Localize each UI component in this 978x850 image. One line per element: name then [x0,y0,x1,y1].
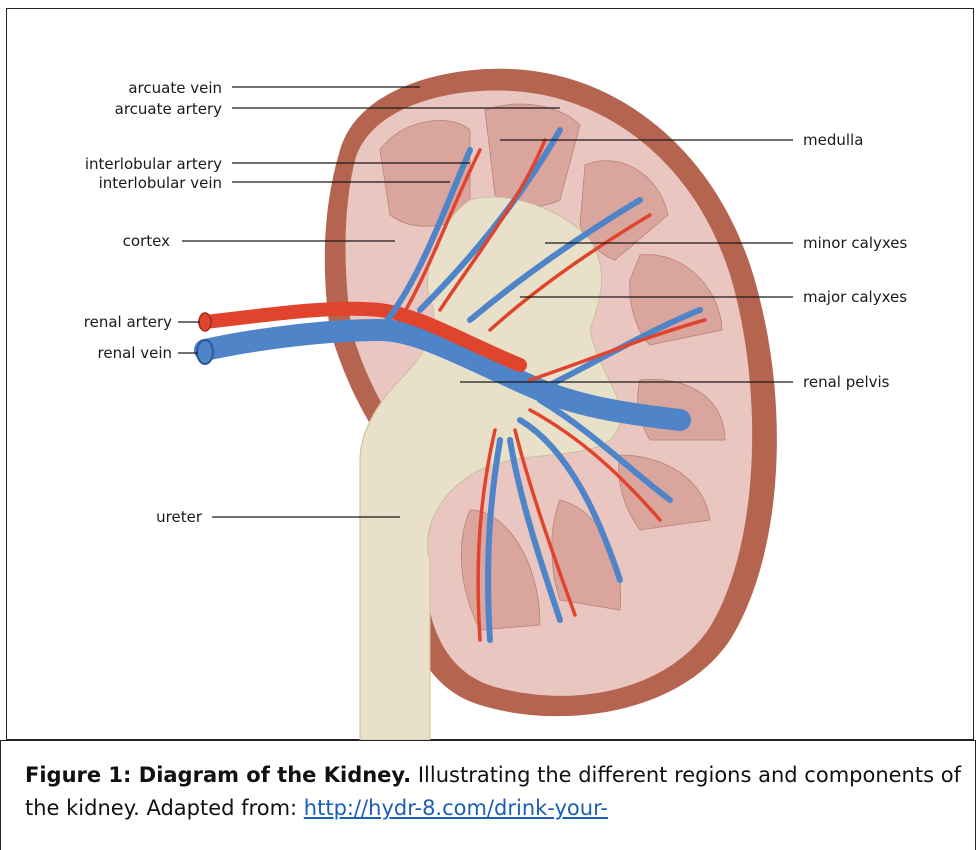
label-renal-artery: renal artery [84,313,172,331]
label-arcuate-vein: arcuate vein [128,79,222,97]
renal-artery-end [199,313,211,331]
label-renal-pelvis: renal pelvis [803,373,890,391]
label-major-calyxes: major calyxes [803,288,907,306]
label-interlobular-vein: interlobular vein [99,174,222,192]
label-ureter: ureter [156,508,203,526]
label-arcuate-artery: arcuate artery [115,100,222,118]
label-minor-calyxes: minor calyxes [803,234,908,252]
caption-title: Figure 1: Diagram of the Kidney. [25,763,411,787]
label-cortex: cortex [123,232,170,250]
label-interlobular-artery: interlobular artery [85,155,222,173]
label-medulla: medulla [803,131,863,149]
kidney-diagram: arcuate vein arcuate artery interlobular… [0,0,978,740]
renal-vein-end [197,340,213,364]
label-renal-vein: renal vein [98,344,172,362]
figure-caption: Figure 1: Diagram of the Kidney. Illustr… [0,740,976,850]
caption-link[interactable]: http://hydr-8.com/drink-your- [304,796,608,820]
